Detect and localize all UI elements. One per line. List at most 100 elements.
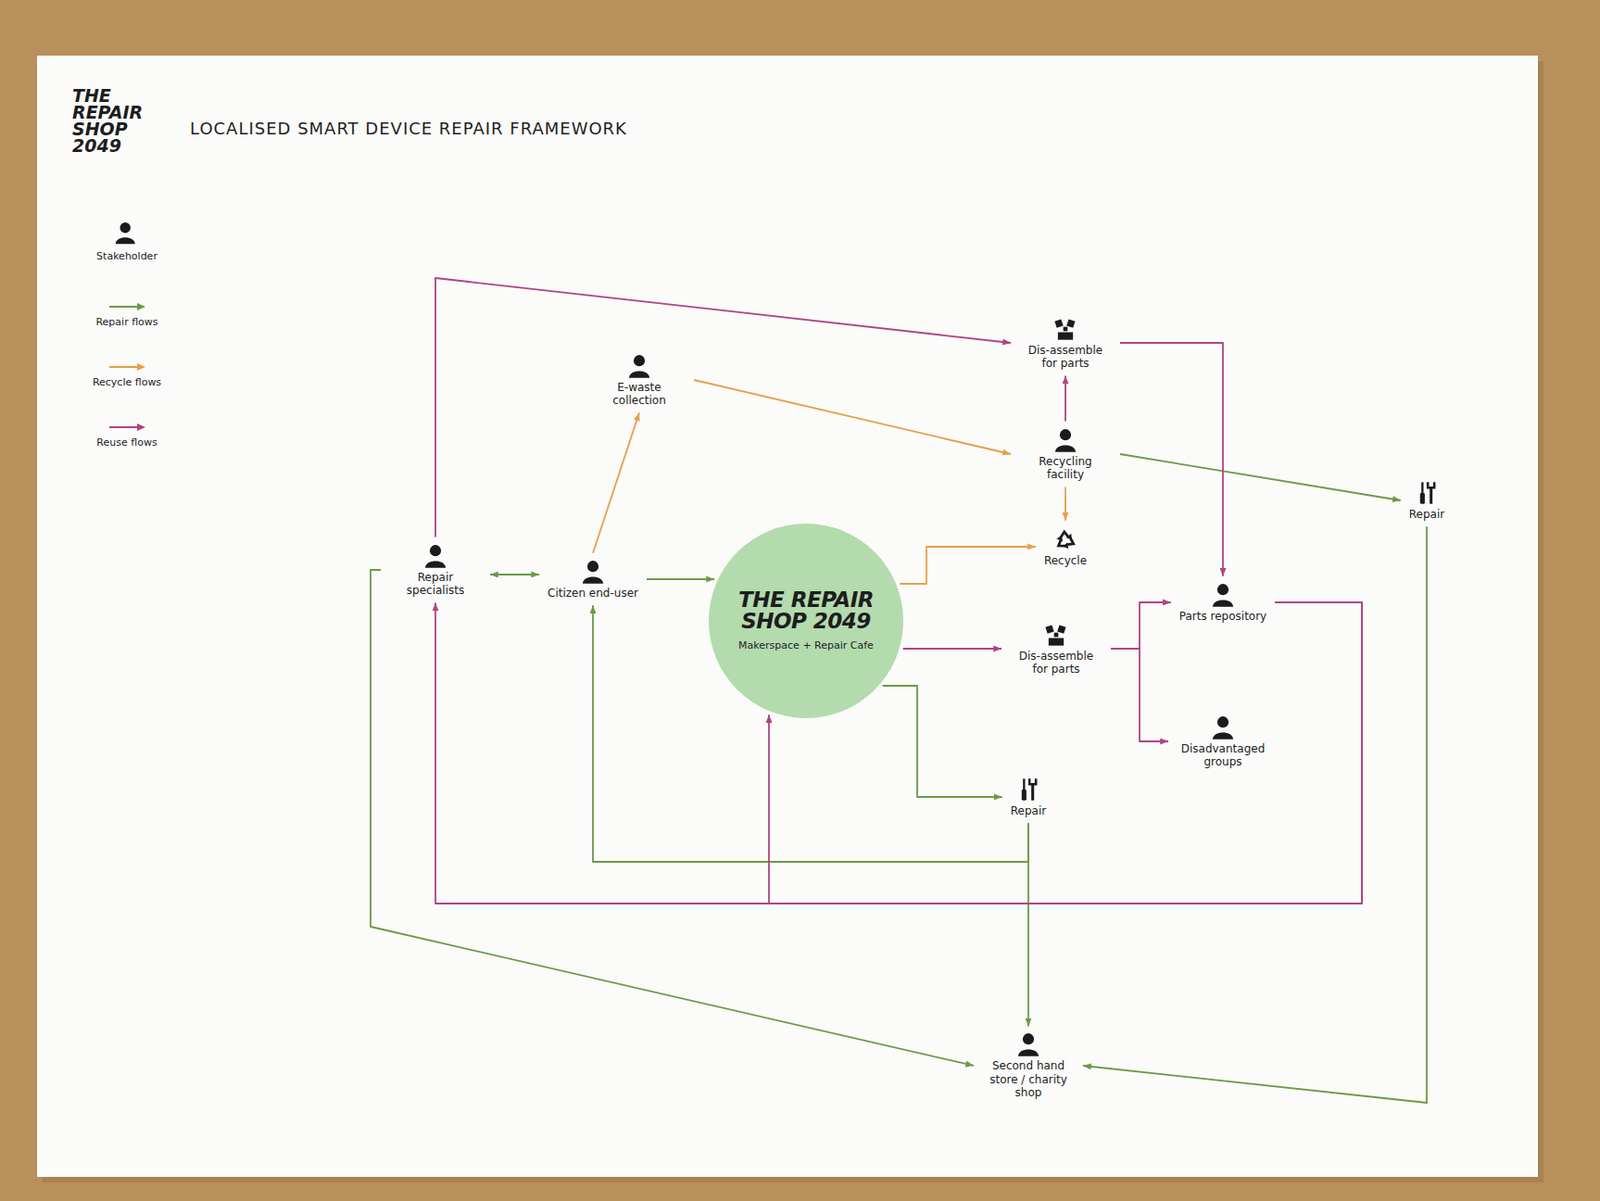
icon-body bbox=[582, 576, 604, 583]
person-icon bbox=[1209, 581, 1236, 608]
person-icon bbox=[1052, 427, 1079, 454]
flow-connector bbox=[903, 647, 1002, 650]
stakeholder-node: Dis-assemble for parts bbox=[1013, 313, 1118, 374]
node-label: Repair bbox=[1409, 507, 1445, 521]
repair-icon bbox=[1015, 776, 1042, 803]
person-icon bbox=[579, 558, 606, 585]
icon-head bbox=[587, 560, 599, 572]
legend-repair-line bbox=[109, 305, 139, 308]
brand-logo-text: THE REPAIR SHOP 2049 bbox=[72, 87, 156, 154]
icon-body bbox=[115, 237, 136, 244]
node-label: Second hand store / charity shop bbox=[982, 1058, 1075, 1099]
node-label: Recycle bbox=[1044, 554, 1087, 567]
legend-label: Repair flows bbox=[95, 315, 158, 328]
stakeholder-node: Repair bbox=[1005, 773, 1052, 820]
person-icon bbox=[1209, 714, 1236, 741]
node-label: Dis-assemble for parts bbox=[1009, 649, 1103, 677]
person-icon bbox=[422, 542, 449, 569]
icon-head bbox=[1022, 1033, 1034, 1046]
dis-icon bbox=[1043, 621, 1070, 648]
recycle-arrow bbox=[1055, 535, 1068, 549]
part-right bbox=[1057, 624, 1066, 633]
stakeholder-node: Dis-assemble for parts bbox=[1004, 618, 1109, 680]
flow-connector bbox=[1110, 648, 1169, 742]
legend-label: Reuse flows bbox=[96, 436, 157, 449]
flow-connector bbox=[1064, 486, 1067, 520]
node-label: Repair specialists bbox=[389, 570, 482, 598]
part-small bbox=[1054, 631, 1059, 637]
flow-connector bbox=[490, 573, 540, 576]
stakeholder-node: Second hand store / charity shop bbox=[976, 1028, 1081, 1102]
legend-repair-head bbox=[137, 302, 146, 311]
circle-fill bbox=[708, 523, 904, 719]
flow-connector bbox=[1027, 822, 1030, 1026]
device-base bbox=[1058, 331, 1073, 340]
node-label: Citizen end-user bbox=[547, 586, 639, 600]
stakeholder-node: E-waste collection bbox=[587, 350, 692, 411]
repair-icon bbox=[1413, 479, 1440, 506]
device-base bbox=[1048, 637, 1064, 645]
legend-reuse-head bbox=[137, 423, 146, 431]
logo-text: THE REPAIR SHOP 2049 bbox=[736, 589, 876, 632]
node-label: Makerspace + Repair Cafe bbox=[738, 639, 874, 652]
icon-body bbox=[425, 560, 446, 567]
flow-connector bbox=[1120, 453, 1401, 501]
wrench-jaw bbox=[1029, 778, 1036, 784]
stakeholder-node: Repair bbox=[1403, 477, 1450, 524]
icon-body bbox=[629, 370, 650, 378]
icon-body bbox=[1055, 444, 1076, 452]
icon-head bbox=[429, 544, 441, 556]
wrench-handle bbox=[1031, 783, 1034, 801]
node-label: Recycling facility bbox=[1019, 454, 1112, 482]
legend-reuse-line bbox=[109, 426, 139, 429]
hub-circle: THE REPAIR SHOP 2049Makerspace + Repair … bbox=[707, 522, 905, 719]
part-right bbox=[1066, 318, 1075, 328]
stakeholder-node: Citizen end-user bbox=[541, 555, 644, 603]
person-icon bbox=[1015, 1031, 1042, 1058]
node-label: E-waste collection bbox=[592, 380, 686, 408]
part-left bbox=[1045, 624, 1054, 633]
flow-connector bbox=[646, 578, 715, 580]
recycle-arrow-tip bbox=[1056, 535, 1064, 543]
flow-connector bbox=[1120, 342, 1223, 577]
node-label: Dis-assemble for parts bbox=[1019, 343, 1112, 371]
part-small bbox=[1063, 326, 1069, 331]
flow-connector bbox=[693, 379, 1011, 454]
icon-body bbox=[1212, 731, 1234, 739]
recycle-arrow bbox=[1063, 536, 1076, 550]
screwdriver-handle bbox=[1021, 789, 1027, 801]
icon-head bbox=[119, 222, 130, 233]
legend-recycle-head bbox=[137, 363, 146, 371]
icon-body bbox=[1018, 1049, 1039, 1057]
stakeholder-node: Recycling facility bbox=[1013, 424, 1118, 485]
screwdriver-handle bbox=[1420, 492, 1425, 504]
flow-connector bbox=[435, 277, 1011, 538]
legend-recycle-line bbox=[109, 365, 139, 368]
icon-head bbox=[1217, 583, 1229, 595]
flow-connector bbox=[592, 604, 1029, 862]
node-label: Parts repository bbox=[1179, 609, 1267, 623]
flow-connector bbox=[899, 546, 1036, 584]
stakeholder-node: Disadvantaged groups bbox=[1171, 711, 1275, 772]
wrench-jaw bbox=[1427, 481, 1435, 488]
diagram-title: LOCALISED SMART DEVICE REPAIR FRAMEWORK bbox=[189, 118, 628, 139]
stakeholder-node: Recycle bbox=[1038, 523, 1093, 570]
icon-head bbox=[633, 354, 645, 366]
icon-head bbox=[1059, 428, 1071, 441]
part-left bbox=[1054, 318, 1063, 328]
flow-connector bbox=[1083, 526, 1427, 1103]
stakeholder-node: Repair specialists bbox=[383, 540, 488, 601]
recycle-icon bbox=[1052, 526, 1079, 553]
node-label: Repair bbox=[1010, 804, 1046, 818]
stakeholder-node: Parts repository bbox=[1173, 579, 1273, 626]
icon-head bbox=[1217, 716, 1229, 728]
flow-connector bbox=[1064, 375, 1067, 421]
legend-label: Stakeholder bbox=[96, 250, 158, 263]
paper bbox=[37, 55, 1538, 1177]
wrench-handle bbox=[1429, 487, 1433, 504]
recycle-arrow-stem bbox=[1056, 539, 1066, 549]
legend-stakeholder-icon bbox=[115, 222, 136, 244]
icon-body bbox=[1212, 599, 1234, 606]
flow-connector bbox=[882, 685, 1003, 797]
